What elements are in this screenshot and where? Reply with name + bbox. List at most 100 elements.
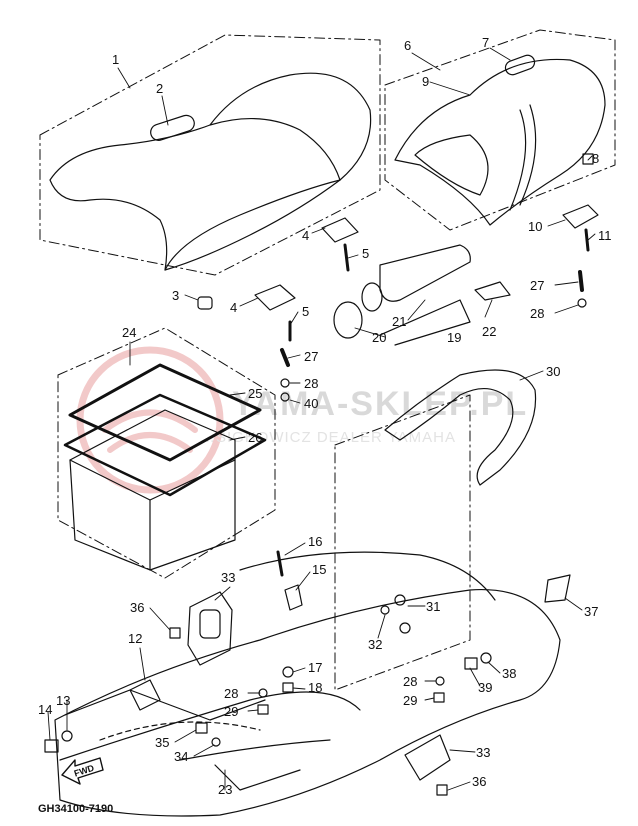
- callout-11: 11: [598, 228, 612, 243]
- washer-17: [282, 666, 294, 678]
- callout-1: 1: [112, 52, 119, 67]
- fwd-arrow: FWD: [61, 757, 104, 785]
- cap-20: [333, 301, 363, 339]
- upper-hardware: [197, 153, 599, 402]
- callout-10: 10: [528, 219, 542, 234]
- bolt-16: [276, 550, 284, 577]
- callout-8: 8: [592, 151, 599, 166]
- callout-28c: 28: [224, 686, 238, 701]
- box-gasket: [63, 393, 267, 497]
- seat-handle-grip: [150, 114, 195, 141]
- grab-rail: [384, 369, 537, 486]
- nut-29a: [257, 704, 269, 715]
- callout-40: 40: [304, 396, 318, 411]
- callout-28d: 28: [403, 674, 417, 689]
- callout-16: 16: [308, 534, 322, 549]
- cable-23: [214, 764, 301, 791]
- washer-28d: [435, 676, 445, 686]
- callout-19: 19: [447, 330, 461, 345]
- storage-box-group: [57, 327, 276, 579]
- callout-15: 15: [312, 562, 326, 577]
- watermark-logo-waves: [102, 409, 198, 453]
- callout-18: 18: [308, 680, 322, 695]
- storage-box-body: [69, 409, 236, 571]
- callout-29b: 29: [403, 693, 417, 708]
- callout-36a: 36: [130, 600, 144, 615]
- nut-29b: [433, 692, 445, 703]
- nut-35: [195, 722, 208, 734]
- nut-39: [464, 657, 478, 670]
- callout-25: 25: [248, 386, 262, 401]
- watermark: YAMA-SKLEP.PL …SIGHOWICZ DEALER YAMAHA: [76, 346, 528, 494]
- plug-13: [61, 730, 73, 742]
- callout-33b: 33: [476, 745, 490, 760]
- passenger-seat-box: [384, 29, 616, 231]
- nut-18: [282, 682, 294, 693]
- cover-33a-opening: [199, 609, 221, 639]
- callout-34: 34: [174, 749, 188, 764]
- bolt-36a: [169, 627, 181, 639]
- lower-box-group: [334, 394, 471, 691]
- passenger-handle: [504, 54, 536, 76]
- bracket-19: [379, 299, 471, 346]
- callout-36b: 36: [472, 774, 486, 789]
- callout-27b: 27: [530, 278, 544, 293]
- box-seal: [68, 363, 262, 462]
- screw-27a: [280, 348, 290, 367]
- bolt-36b: [436, 784, 448, 796]
- bracket-15: [284, 584, 303, 611]
- spacer-32: [380, 605, 390, 615]
- group-boxes: [39, 29, 616, 691]
- leader-lines: [47, 47, 596, 791]
- tool-holder: [333, 244, 511, 346]
- seat-bracket-left: [254, 284, 296, 311]
- tool-tube-21: [379, 244, 471, 302]
- callout-24: 24: [122, 325, 136, 340]
- hinge-12: [129, 679, 161, 711]
- clip-31b: [399, 622, 411, 634]
- seat-bracket-10: [562, 204, 599, 229]
- washer-40: [280, 392, 290, 402]
- callout-33a: 33: [221, 570, 235, 585]
- callout-9: 9: [422, 74, 429, 89]
- washer-28a: [280, 378, 290, 388]
- seat-bracket-right: [321, 217, 359, 243]
- storage-box: [63, 363, 267, 571]
- callout-28a: 28: [304, 376, 318, 391]
- cover-33b: [404, 734, 451, 781]
- washer-38: [480, 652, 492, 664]
- strap-22: [474, 281, 511, 301]
- callout-39: 39: [478, 680, 492, 695]
- callout-28b: 28: [530, 306, 544, 321]
- callout-38: 38: [502, 666, 516, 681]
- callout-7: 7: [482, 35, 489, 50]
- callout-35: 35: [155, 735, 169, 750]
- callout-2: 2: [156, 81, 163, 96]
- washer-28b: [577, 298, 587, 308]
- bolt-5a: [343, 243, 350, 272]
- cap-14: [44, 739, 59, 753]
- damper-3: [197, 296, 213, 310]
- lower-hardware: [44, 550, 571, 796]
- tube-ring-21: [361, 282, 383, 312]
- callout-22: 22: [482, 324, 496, 339]
- rider-seat: [49, 72, 372, 271]
- watermark-subtext: …SIGHOWICZ DEALER YAMAHA: [200, 429, 456, 446]
- callout-14: 14: [38, 702, 52, 717]
- callout-21: 21: [392, 314, 406, 329]
- rider-seat-box: [39, 34, 381, 276]
- callout-30: 30: [546, 364, 560, 379]
- callout-20: 20: [372, 330, 386, 345]
- watermark-text: YAMA-SKLEP.PL: [232, 385, 528, 423]
- callout-6: 6: [404, 38, 411, 53]
- callout-4a: 4: [302, 228, 309, 243]
- screw-27b: [578, 270, 584, 292]
- callouts: 1 2 3 4 4 5 5 6 7 8 9 10 11 12 13 14 15 …: [38, 35, 612, 797]
- callout-37: 37: [584, 604, 598, 619]
- callout-3: 3: [172, 288, 179, 303]
- clip-31a: [394, 594, 406, 606]
- callout-26: 26: [248, 430, 262, 445]
- callout-32: 32: [368, 637, 382, 652]
